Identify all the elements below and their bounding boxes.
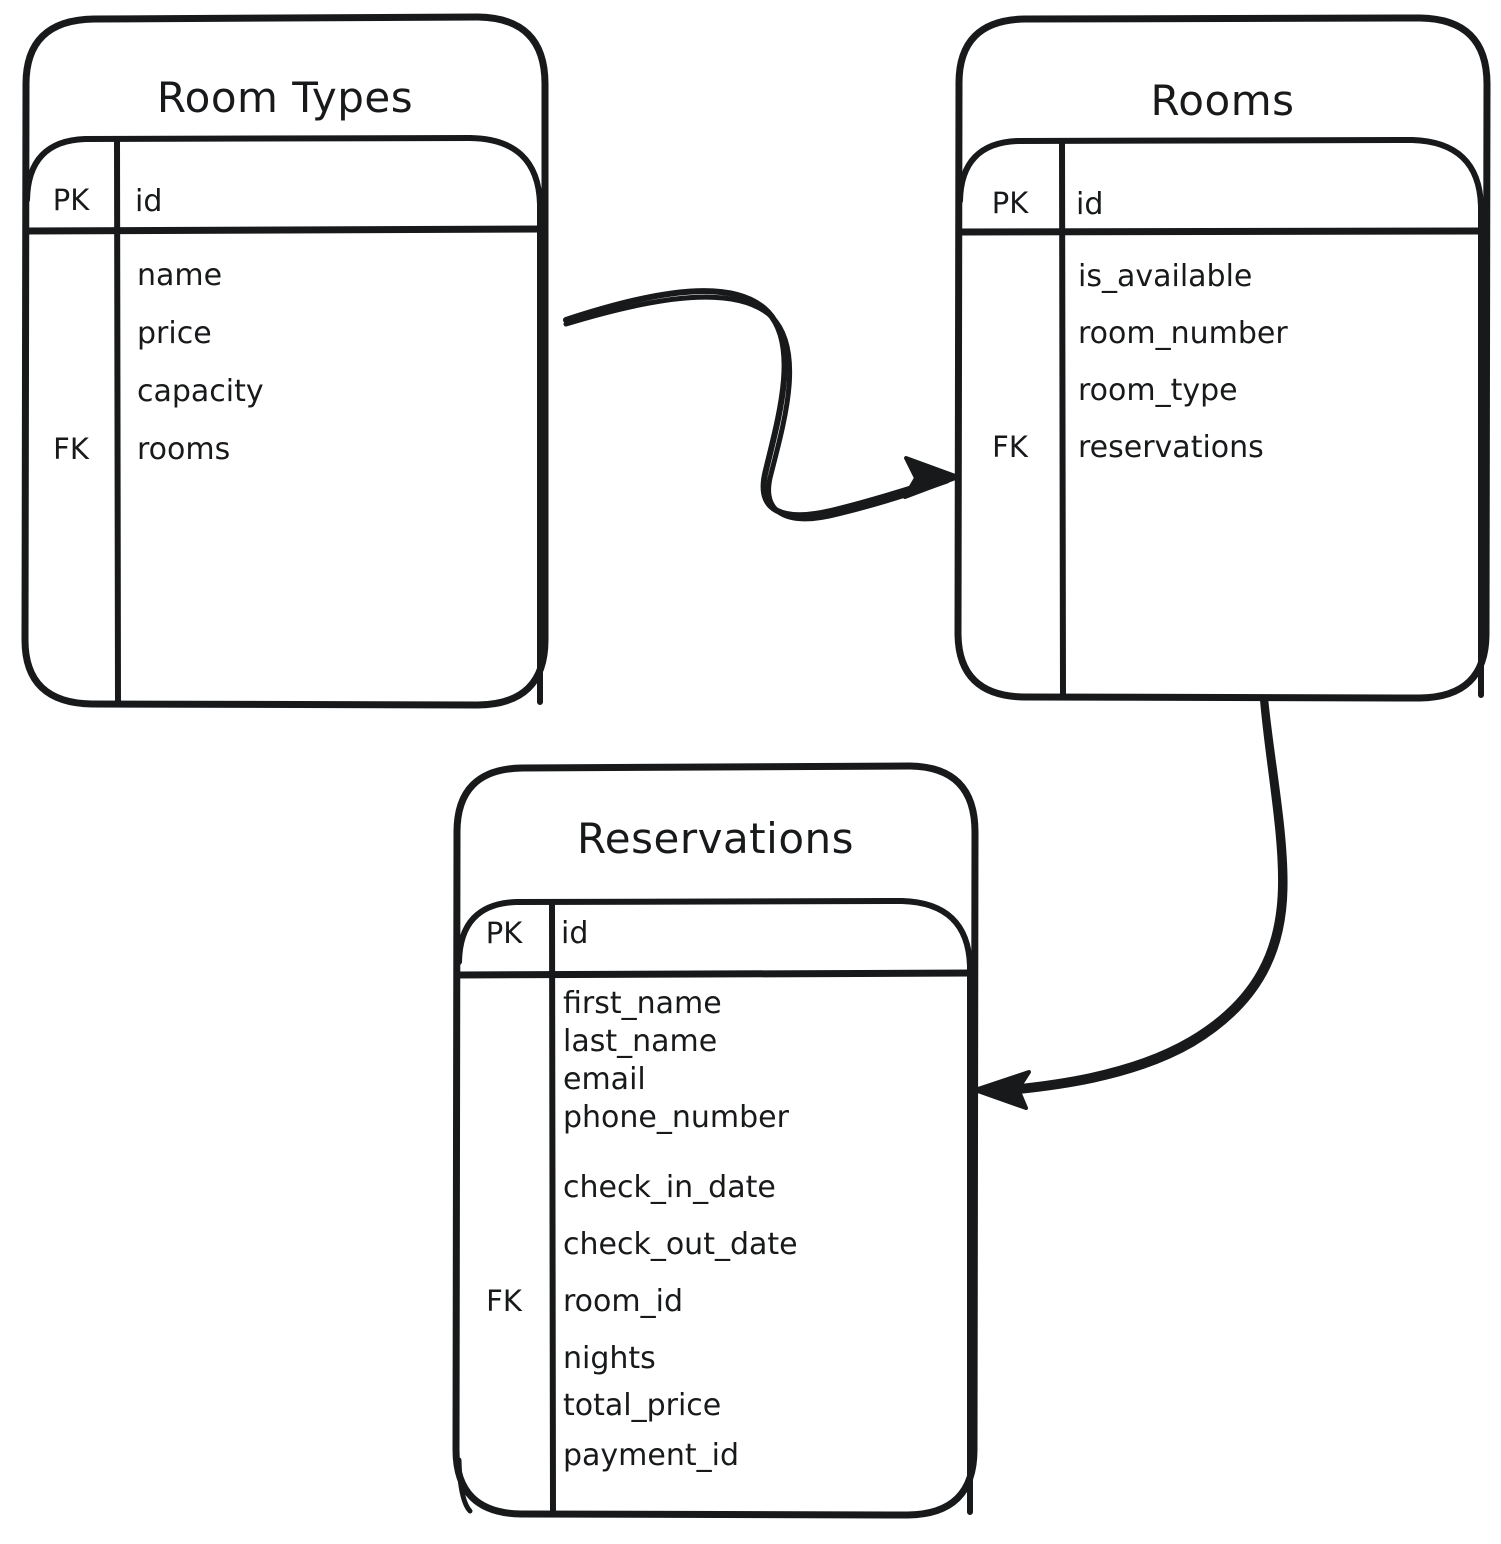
entity-reservations[interactable]: Reservations PK id FK first_name last_na… xyxy=(456,766,975,1515)
field-reservations-1: last_name xyxy=(563,1024,718,1059)
relationship-room-types-to-rooms xyxy=(563,288,960,522)
field-room-types-3: rooms xyxy=(137,432,231,467)
field-reservations-7: nights xyxy=(563,1341,656,1376)
field-room-types-0: name xyxy=(137,258,223,293)
field-reservations-4: check_in_date xyxy=(563,1170,776,1205)
pk-label-rooms: PK xyxy=(991,186,1029,220)
relationship-rooms-to-reservations xyxy=(973,697,1288,1110)
field-rooms-3: reservations xyxy=(1078,430,1264,465)
pk-field-rooms: id xyxy=(1076,187,1104,222)
entity-title-rooms: Rooms xyxy=(1150,76,1295,125)
field-room-types-1: price xyxy=(137,316,212,351)
entity-title-room-types: Room Types xyxy=(156,73,414,122)
entity-rooms[interactable]: Rooms PK id FK is_available room_number … xyxy=(958,18,1487,698)
field-reservations-5: check_out_date xyxy=(563,1227,798,1262)
pk-label-reservations: PK xyxy=(485,916,523,950)
pk-label-room-types: PK xyxy=(52,183,90,217)
fk-label-rooms: FK xyxy=(992,430,1028,464)
field-reservations-9: payment_id xyxy=(563,1438,740,1473)
field-reservations-2: email xyxy=(563,1062,646,1097)
pk-field-room-types: id xyxy=(135,184,163,219)
field-reservations-6: room_id xyxy=(563,1284,683,1319)
entity-room-types[interactable]: Room Types PK id FK name price capacity … xyxy=(25,17,545,705)
field-room-types-2: capacity xyxy=(137,374,264,409)
field-rooms-0: is_available xyxy=(1078,259,1253,294)
pk-field-reservations: id xyxy=(561,916,589,951)
field-rooms-2: room_type xyxy=(1078,373,1238,408)
field-reservations-8: total_price xyxy=(563,1388,722,1423)
field-reservations-3: phone_number xyxy=(563,1100,789,1135)
entity-title-reservations: Reservations xyxy=(576,814,855,863)
field-rooms-1: room_number xyxy=(1078,316,1288,351)
fk-label-room-types: FK xyxy=(53,432,89,466)
field-reservations-0: first_name xyxy=(563,986,722,1021)
fk-label-reservations: FK xyxy=(486,1284,522,1318)
